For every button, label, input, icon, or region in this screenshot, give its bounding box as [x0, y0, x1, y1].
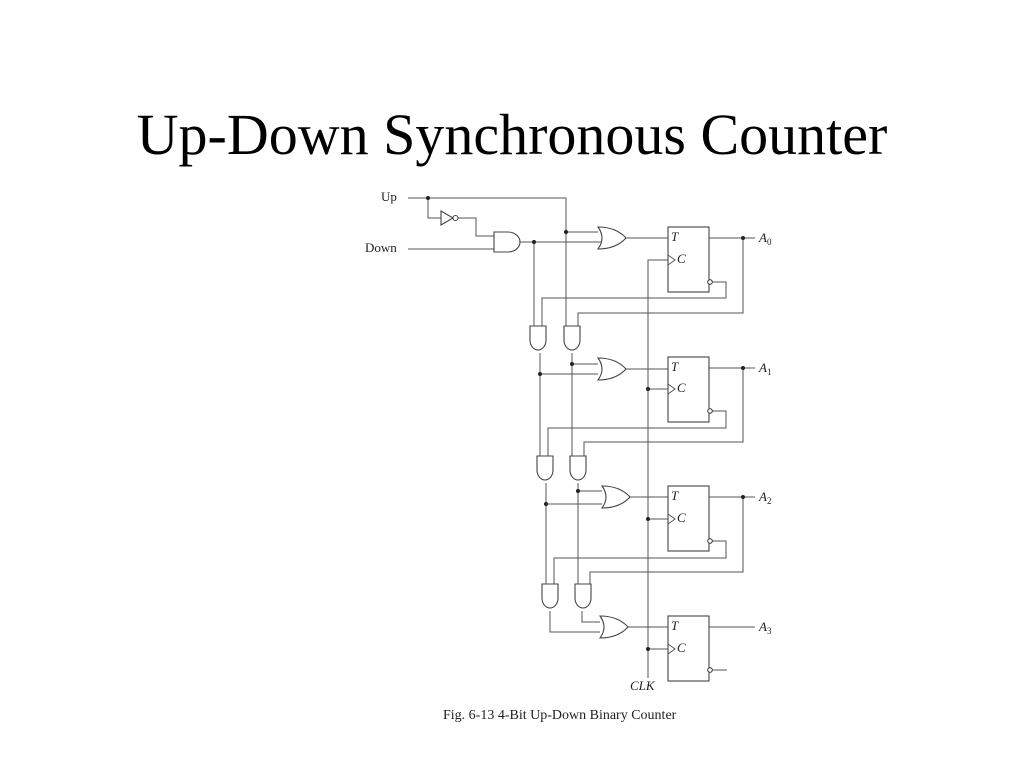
up-input-label: Up: [381, 189, 397, 204]
down-input-label: Down: [365, 240, 397, 255]
flip-flop-1: T C: [667, 356, 713, 423]
and-gate-up-1: [563, 325, 581, 351]
ff0-c-pin: C: [677, 251, 686, 266]
or-gate-0: [597, 226, 627, 250]
flip-flop-3: T C: [667, 615, 713, 682]
flip-flop-0: T C: [667, 226, 713, 293]
junction-dots: [426, 196, 745, 651]
ff2-c-pin: C: [677, 510, 686, 525]
or-gate-2: [601, 485, 631, 509]
output-a2-label: A2: [758, 489, 771, 506]
ff1-c-pin: C: [677, 380, 686, 395]
inverter-gate: [440, 210, 459, 226]
figure-caption: Fig. 6-13 4-Bit Up-Down Binary Counter: [443, 708, 677, 723]
ff0-t-pin: T: [671, 229, 679, 244]
ff1-t-pin: T: [671, 359, 679, 374]
output-a1-label: A1: [758, 360, 771, 377]
flip-flop-2: T C: [667, 485, 713, 552]
output-a0-label: A0: [758, 230, 772, 247]
clock-label: CLK: [630, 678, 656, 693]
ff3-c-pin: C: [677, 640, 686, 655]
and-gate-down-3: [541, 583, 559, 609]
and-gate-down-2: [536, 455, 554, 481]
and-gate-down-1: [529, 325, 547, 351]
slide-title: Up-Down Synchronous Counter: [136, 102, 888, 167]
and-gate-up-3: [574, 583, 592, 609]
and-gate-up-2: [569, 455, 587, 481]
ff2-t-pin: T: [671, 488, 679, 503]
output-a3-label: A3: [758, 619, 772, 636]
or-gate-3: [599, 615, 629, 639]
ff3-t-pin: T: [671, 618, 679, 633]
and-gate-input: [493, 231, 521, 253]
or-gate-1: [597, 357, 627, 381]
